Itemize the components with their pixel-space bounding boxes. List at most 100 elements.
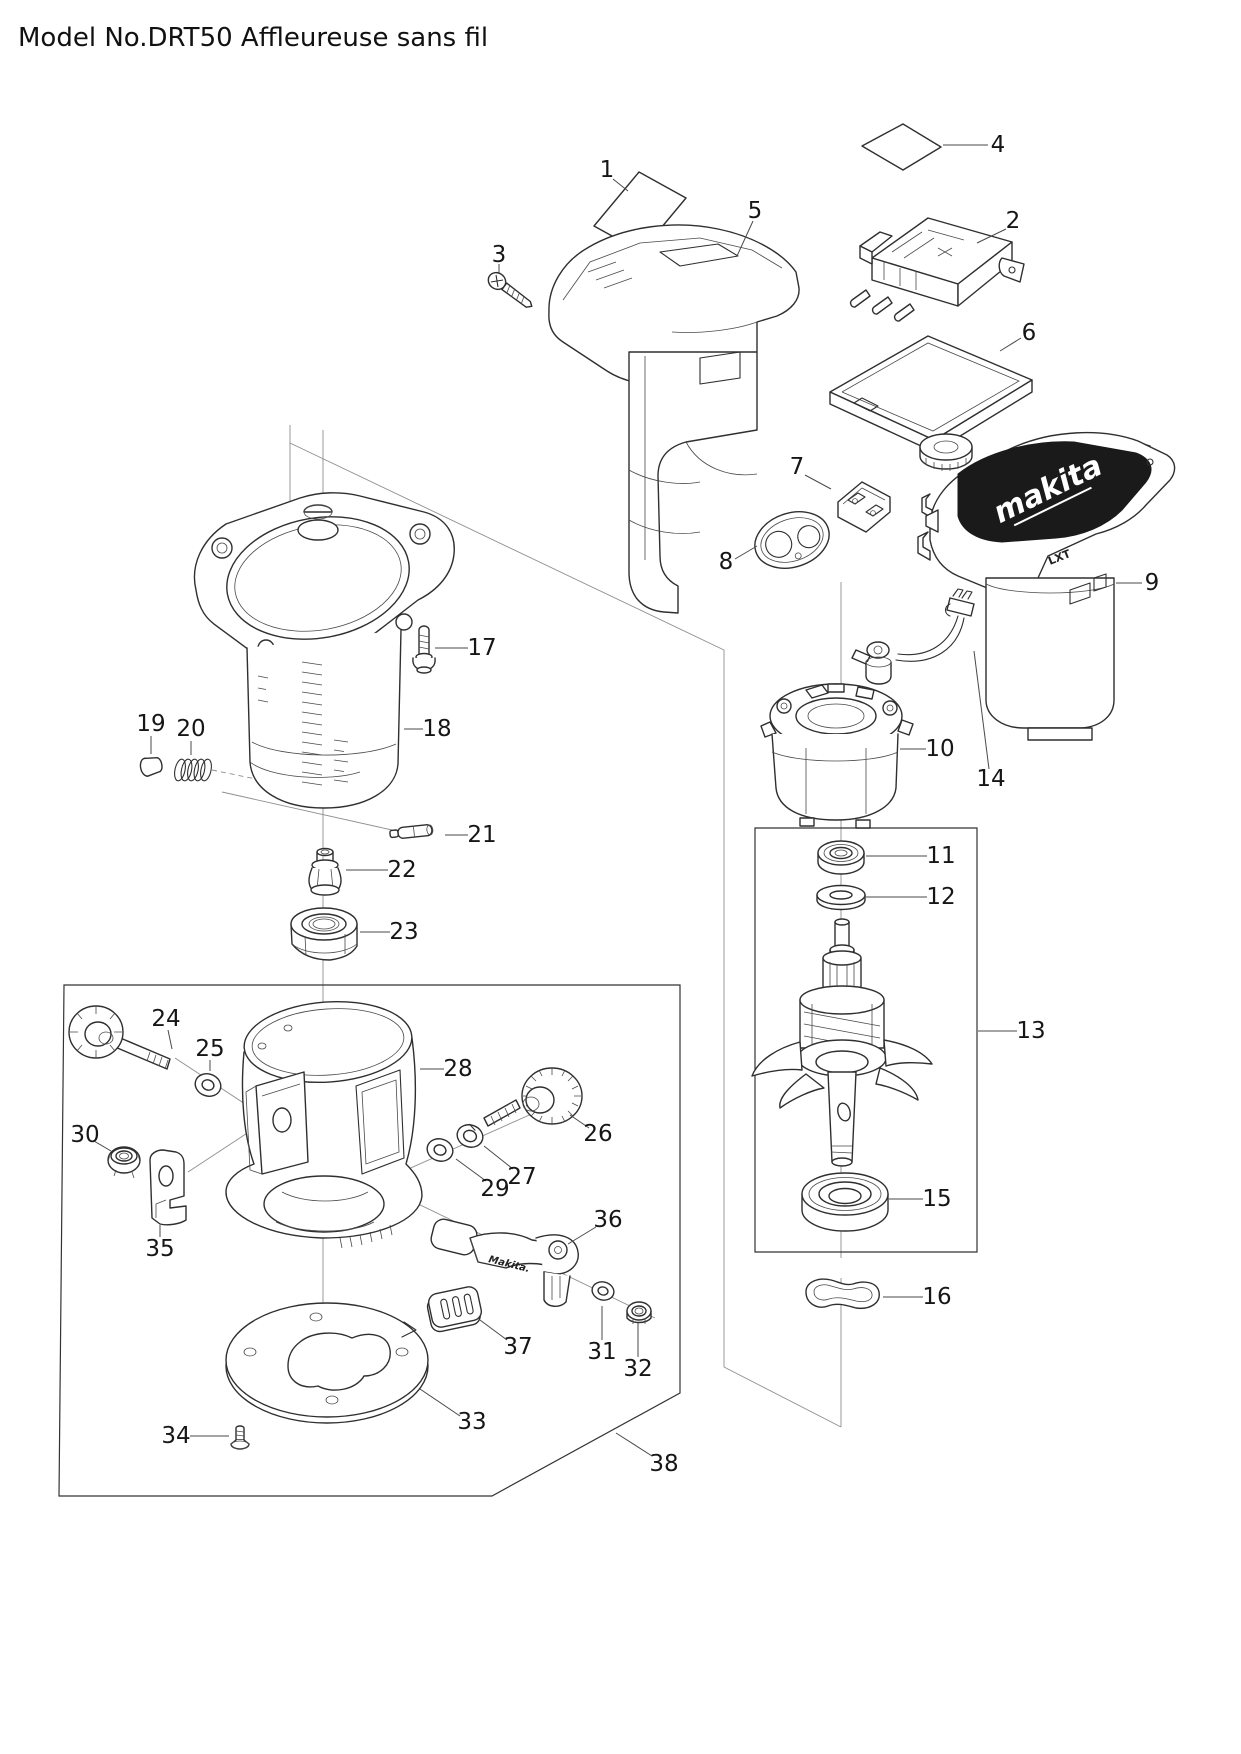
part-label-25: 25: [195, 1036, 224, 1062]
part-label-27: 27: [507, 1164, 536, 1190]
part-8-lens-drawing: [754, 511, 830, 569]
part-30-nut-drawing: [107, 1146, 141, 1179]
part-label-3: 3: [492, 242, 507, 268]
leader-line-part-36: [567, 1226, 597, 1245]
part-label-19: 19: [136, 711, 165, 737]
part-label-16: 16: [922, 1284, 951, 1310]
part-34-screw-drawing: [230, 1425, 250, 1450]
part-label-32: 32: [623, 1356, 652, 1382]
part-33-base-plate-drawing: [225, 1302, 429, 1424]
part-7-plate-drawing: [837, 481, 891, 533]
part-17-screw-drawing: [412, 625, 436, 674]
leader-line-part-2: [976, 228, 1007, 244]
part-5-housing-drawing: [548, 224, 800, 614]
group-boxes-layer: [58, 827, 978, 1497]
part-23-collet-nut-drawing: [290, 907, 358, 961]
leader-line-part-29: [455, 1158, 487, 1182]
page-title: Model No.DRT50 Affleureuse sans fil: [18, 23, 488, 53]
leader-line-part-5: [736, 220, 754, 257]
leader-line-part-6: [999, 337, 1022, 352]
part-label-4: 4: [991, 132, 1006, 158]
part-label-31: 31: [587, 1339, 616, 1365]
part-label-18: 18: [422, 716, 451, 742]
part-label-9: 9: [1145, 570, 1160, 596]
part-27-lock-washer-drawing: [456, 1123, 484, 1148]
part-14-lead-wire-drawing: [851, 588, 975, 685]
part-2-switch-drawing: [849, 217, 1025, 322]
part-label-36: 36: [593, 1207, 622, 1233]
part-label-33: 33: [457, 1409, 486, 1435]
leader-line-part-14: [973, 650, 990, 770]
part-24-knob-screw-drawing: [68, 1005, 171, 1070]
leader-line-part-24: [167, 1029, 173, 1050]
part-label-17: 17: [467, 635, 496, 661]
part-28-base-drawing: [225, 1000, 423, 1249]
part-31-washer-drawing: [591, 1281, 615, 1301]
part-label-23: 23: [389, 919, 418, 945]
part-21-pin-drawing: [389, 824, 434, 839]
part-13-armature-drawing: [751, 918, 933, 1167]
part-label-10: 10: [925, 736, 954, 762]
part-label-13: 13: [1016, 1018, 1045, 1044]
part-label-7: 7: [790, 454, 805, 480]
part-35-bracket-drawing: [149, 1149, 187, 1226]
part-label-1: 1: [600, 157, 615, 183]
leader-line-part-38: [615, 1432, 653, 1457]
part-19-cap-drawing: [139, 756, 163, 777]
part-label-38: 38: [649, 1451, 678, 1477]
part-36-lever-drawing: Makita.: [430, 1218, 579, 1307]
assembly-guide-line-9: [221, 791, 393, 831]
part-37-button-drawing: [426, 1286, 483, 1333]
part-20-spring-drawing: [174, 758, 212, 782]
part-15-bearing-drawing: [801, 1172, 889, 1232]
base-assembly-group-box: [58, 984, 681, 1497]
part-label-28: 28: [443, 1056, 472, 1082]
part-label-29: 29: [480, 1176, 509, 1202]
part-32-nut-drawing: [626, 1301, 652, 1324]
part-4-label-drawing: [861, 123, 942, 171]
part-label-5: 5: [748, 198, 763, 224]
part-18-body-drawing: [193, 492, 455, 809]
part-label-11: 11: [926, 843, 955, 869]
part-label-20: 20: [176, 716, 205, 742]
part-29-washer-drawing: [426, 1138, 454, 1162]
part-label-37: 37: [503, 1334, 532, 1360]
leader-line-part-8: [734, 545, 758, 560]
leader-line-part-30: [93, 1140, 112, 1152]
part-label-8: 8: [719, 549, 734, 575]
leader-line-part-1: [612, 178, 629, 192]
leader-line-part-27: [483, 1145, 514, 1170]
armature-group-box: [754, 827, 978, 1253]
leader-line-part-26: [569, 1114, 590, 1129]
part-16-cushion-drawing: [805, 1278, 880, 1310]
part-label-26: 26: [583, 1121, 612, 1147]
part-label-30: 30: [70, 1122, 99, 1148]
part-label-14: 14: [976, 766, 1005, 792]
leader-line-part-7: [804, 474, 832, 490]
part-12-washer-drawing: [816, 884, 866, 911]
part-label-2: 2: [1006, 208, 1021, 234]
part-10-stator-drawing: [760, 683, 914, 829]
part-label-12: 12: [926, 884, 955, 910]
part-3-screw-drawing: [487, 271, 533, 308]
part-label-34: 34: [161, 1423, 190, 1449]
part-11-bearing-drawing: [817, 840, 865, 875]
part-label-22: 22: [387, 857, 416, 883]
leader-lines-layer: [93, 144, 1142, 1457]
assembly-guide-line-4: [723, 1366, 842, 1428]
part-label-35: 35: [145, 1236, 174, 1262]
part-26-knob-drawing: [483, 1067, 583, 1127]
part-label-15: 15: [922, 1186, 951, 1212]
assembly-guide-line-2: [289, 442, 725, 651]
part-25-washer-drawing: [194, 1073, 222, 1097]
part-6-controller-drawing: [829, 335, 1033, 471]
leader-line-part-33: [419, 1388, 461, 1417]
part-9-motor-housing-drawing: makita LXT: [917, 431, 1176, 741]
part-label-6: 6: [1022, 320, 1037, 346]
part-label-21: 21: [467, 822, 496, 848]
part-label-24: 24: [151, 1006, 180, 1032]
leader-line-part-37: [479, 1319, 508, 1341]
